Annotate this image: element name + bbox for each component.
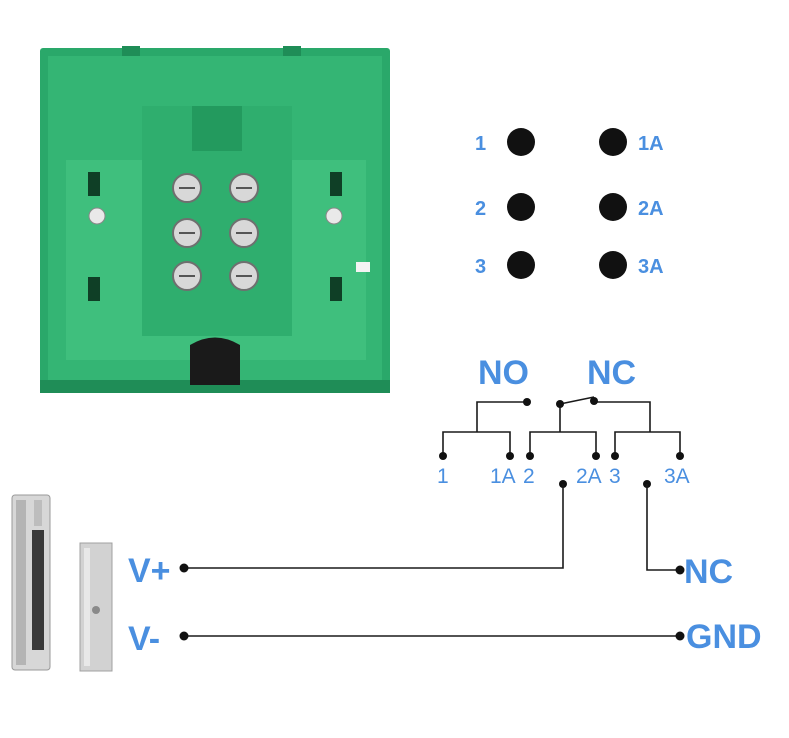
- terminal-dot-3: [507, 251, 535, 279]
- terminal-dot-2a: [599, 193, 627, 221]
- magnetic-lock-photo: [11, 494, 51, 671]
- contact-schematic: NO NC 1 1A 2: [437, 354, 690, 488]
- terminal-dot-3a: [599, 251, 627, 279]
- row-label-2a: 2A: [576, 465, 602, 488]
- row-label-1a: 1A: [490, 465, 516, 488]
- no-label: NO: [478, 354, 529, 392]
- power-wiring: V+ V- NC GND: [128, 484, 762, 658]
- terminal-label-2: 2: [475, 198, 486, 220]
- row-label-1: 1: [437, 465, 449, 488]
- v-minus-label: V-: [128, 620, 160, 658]
- terminal-dot-2: [507, 193, 535, 221]
- row-label-3: 3: [609, 465, 621, 488]
- terminal-label-1a: 1A: [638, 133, 664, 155]
- nc-output-label: NC: [684, 553, 733, 591]
- terminal-dot-1a: [599, 128, 627, 156]
- terminal-label-2a: 2A: [638, 198, 664, 220]
- nc-label: NC: [587, 354, 636, 392]
- terminal-label-1: 1: [475, 133, 486, 155]
- terminal-map: 1 2 3 1A 2A 3A: [475, 128, 664, 279]
- terminal-block-photo: [40, 46, 390, 393]
- armature-plate-photo: [79, 542, 113, 672]
- gnd-label: GND: [686, 618, 762, 656]
- v-plus-label: V+: [128, 552, 171, 590]
- terminal-label-3a: 3A: [638, 256, 664, 278]
- row-label-3a: 3A: [664, 465, 690, 488]
- row-label-2: 2: [523, 465, 535, 488]
- terminal-label-3: 3: [475, 256, 486, 278]
- terminal-dot-1: [507, 128, 535, 156]
